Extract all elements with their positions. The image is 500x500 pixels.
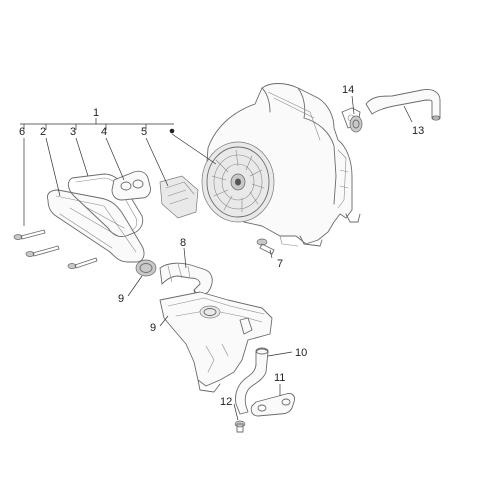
fan-disc [201,141,275,223]
plate-11 [250,393,295,417]
airbox-bracket-9 [159,291,273,393]
filter-element-5 [159,175,199,219]
callout-9-upper: 9 [118,293,124,305]
callout-4: 4 [101,126,107,138]
callout-5: 5 [141,126,147,138]
screws-6 [13,229,98,269]
bullet-dot [169,128,175,134]
callout-6: 6 [19,126,25,138]
callout-14: 14 [342,84,354,96]
callout-1: 1 [93,107,99,119]
leader-lines [20,95,413,421]
callout-7: 7 [277,258,283,270]
hose-13 [365,89,441,121]
screw-7 [256,238,275,255]
callout-11: 11 [274,372,285,384]
pipe-10 [235,347,269,415]
callout-13: 13 [412,125,424,137]
callout-9-lower: 9 [150,322,156,334]
screw-12 [234,420,246,433]
callout-8: 8 [180,237,186,249]
callout-10: 10 [295,347,307,359]
callout-12: 12 [220,396,232,408]
fan-housing [201,83,361,247]
callout-3: 3 [70,126,76,138]
clamp-9-upper [135,259,157,277]
callout-2: 2 [40,126,46,138]
cover-2 [47,189,145,263]
clamp-14 [349,115,363,133]
callout-labels: 1 2 3 4 5 6 7 8 9 9 10 11 12 13 14 [19,84,424,408]
plate-4 [111,170,151,201]
